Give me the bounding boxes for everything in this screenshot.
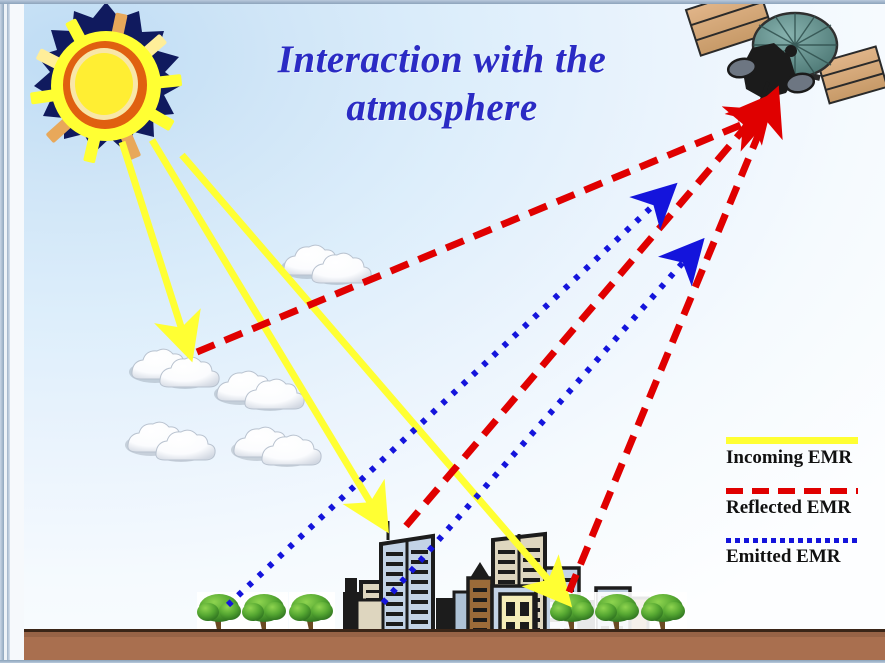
legend-label-reflected: Reflected EMR — [726, 497, 852, 518]
legend-label-incoming: Incoming EMR — [726, 447, 853, 468]
window-frame-bottom — [0, 660, 885, 663]
page-title: Interaction with the atmosphere — [232, 36, 652, 131]
cloud-icon — [125, 421, 216, 462]
reflected-ray-1 — [195, 106, 777, 356]
emitted-ray-1 — [225, 182, 678, 608]
legend-item-incoming: Incoming EMR — [726, 437, 878, 469]
sun-icon — [30, 2, 183, 164]
title-line-2: atmosphere — [346, 85, 538, 129]
legend-item-reflected: Reflected EMR — [726, 488, 878, 519]
incoming-emr-rays — [118, 138, 573, 608]
incoming-ray-3 — [179, 152, 573, 608]
tree-icon — [641, 592, 687, 632]
legend-item-emitted: Emitted EMR — [726, 538, 878, 568]
title-line-1: Interaction with the — [277, 38, 607, 81]
cloud-icon — [214, 370, 305, 411]
legend: Incoming EMR Reflected EMR Emitted EMR — [726, 437, 878, 587]
tree-icon — [242, 592, 288, 632]
tree-icon — [595, 592, 641, 632]
cloud-icon — [231, 426, 322, 467]
legend-swatch-reflected-icon — [726, 488, 858, 494]
cloud-icon — [129, 348, 220, 389]
ground-strip — [24, 629, 885, 660]
legend-label-emitted: Emitted EMR — [726, 546, 841, 567]
emitted-ray-2 — [380, 237, 705, 605]
reflected-emr-rays — [195, 85, 783, 594]
legend-swatch-emitted-icon — [726, 538, 858, 543]
reflected-ray-2 — [403, 92, 775, 529]
cloud-icon — [281, 244, 372, 285]
tree-group-left — [197, 592, 335, 632]
legend-swatch-incoming-icon — [726, 437, 858, 444]
incoming-ray-1 — [118, 140, 201, 363]
ground-shade — [24, 632, 885, 637]
reflected-ray-3 — [565, 85, 783, 594]
cloud-group — [125, 244, 372, 467]
emitted-emr-rays — [225, 182, 705, 608]
tree-icon — [289, 592, 335, 632]
window-frame-top — [0, 0, 885, 4]
